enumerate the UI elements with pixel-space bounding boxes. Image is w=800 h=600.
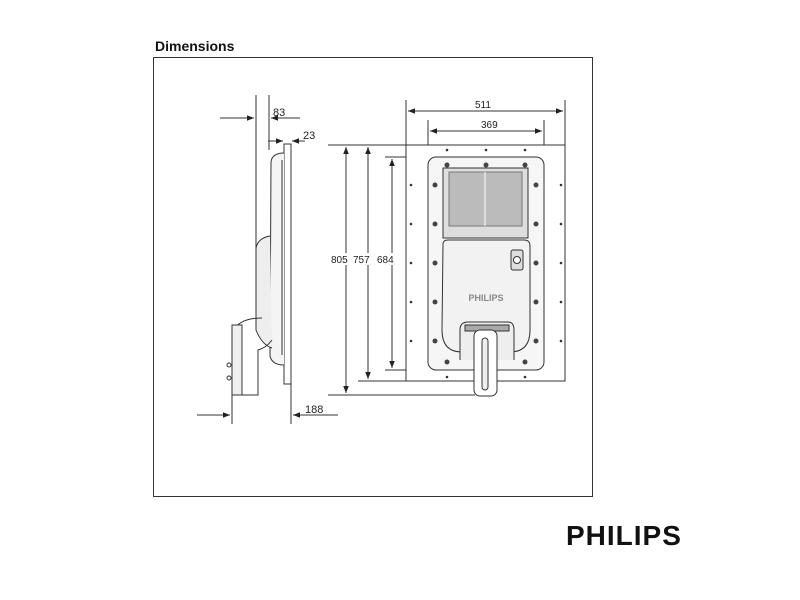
dim-757: 757	[353, 255, 370, 266]
dim-23: 23	[303, 130, 315, 142]
dim-188: 188	[305, 404, 323, 416]
side-view	[197, 95, 338, 424]
dim-805: 805	[331, 255, 348, 266]
dim-684: 684	[377, 255, 394, 266]
section-title: Dimensions	[155, 38, 235, 54]
drawing-frame	[153, 57, 593, 497]
philips-logo: PHILIPS	[566, 520, 682, 551]
dim-83: 83	[273, 107, 285, 119]
dim-369: 369	[481, 120, 498, 131]
product-label: PHILIPS	[468, 293, 503, 303]
dim-511: 511	[475, 100, 491, 111]
front-view	[405, 144, 566, 397]
